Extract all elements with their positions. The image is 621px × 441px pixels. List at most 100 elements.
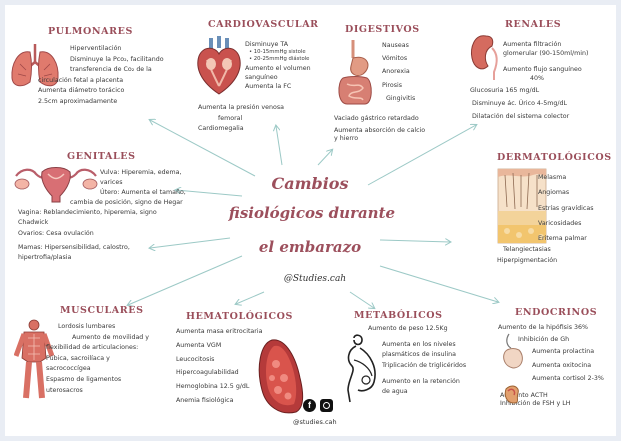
pulmonares-line: 2.5cm aproximadamente <box>38 97 164 108</box>
digestivos-line: Nauseas <box>382 39 415 52</box>
hematologicos-line: Aumenta VGM <box>176 339 262 353</box>
cardiovascular-line: Aumenta la presión venosa <box>198 103 284 114</box>
digestivos-text-2: Vaciado gástrico retardado Aumenta absor… <box>334 115 425 144</box>
endocrinos-line: Aumenta prolactina <box>532 345 604 359</box>
dermatologicos-line: Angiomas <box>538 185 593 200</box>
arrow-musculares <box>128 256 242 305</box>
pulmonares-line: Disminuye la Pco₂, facilitando <box>70 55 164 66</box>
endocrinos-line: Aumenta cortisol 2-3% <box>532 372 604 386</box>
arrow-dermatologicos <box>380 240 450 242</box>
genitales-line: cambia de posición, signo de Hegar <box>70 198 186 208</box>
adrenal-gland-icon <box>502 383 524 405</box>
digestivos-line: Anorexia <box>382 65 415 78</box>
endocrinos-line: Aumenta oxitocina <box>532 359 604 373</box>
cardiovascular-line: femoral <box>218 114 284 125</box>
metabolicos-title: METABÓLICOS <box>354 310 443 321</box>
renales-line: glomerular (90-150ml/min) <box>503 49 588 58</box>
genitales-line: varices <box>100 178 186 188</box>
heart-icon <box>193 34 245 96</box>
dermatologicos-text-2: Telangiectasias Hiperpigmentación <box>503 244 557 266</box>
instagram-icon[interactable] <box>320 399 333 412</box>
digestivos-line: Gingivitis <box>386 92 415 105</box>
musculares-text: Lordosis lumbares Aumento de movilidad y… <box>46 322 149 396</box>
arrow-hematologicos <box>236 292 264 304</box>
genitales-text: Vulva: Hiperemia, edema, varices Útero: … <box>22 168 186 263</box>
center-title-line3: el embarazo <box>240 238 380 256</box>
pulmonares-line: Aumenta diámetro torácico <box>38 86 164 97</box>
center-credit: @Studies.cah <box>270 274 360 284</box>
renales-text: Aumenta filtración glomerular (90-150ml/… <box>470 40 588 121</box>
cardiovascular-line: Aumenta la FC <box>245 82 311 91</box>
genitales-line: Ovarios: Cesa ovulación <box>18 229 186 239</box>
renales-line: Aumento flujo sanguíneo <box>503 65 588 74</box>
digestivos-line: Vaciado gástrico retardado <box>334 115 425 124</box>
musculares-line: flexibilidad de articulaciones: <box>46 343 149 354</box>
renales-line: Aumenta filtración <box>503 40 588 49</box>
pituitary-gland-icon <box>499 332 529 372</box>
musculares-title: MUSCULARES <box>60 305 144 316</box>
musculares-line: Espasmo de ligamentos <box>46 375 149 386</box>
genitales-line: hipertrofia/plasia <box>18 253 186 263</box>
dermatologicos-line: Melasma <box>538 170 593 185</box>
metabolicos-line: Aumento de peso 12.5Kg <box>368 324 466 334</box>
cardiovascular-title: CARDIOVASCULAR <box>208 19 319 30</box>
cardiovascular-text-2: Aumenta la presión venosa femoral Cardio… <box>198 103 284 135</box>
musculares-line: uterosacros <box>46 386 149 397</box>
renales-title: RENALES <box>505 19 561 30</box>
hematologicos-line: Hipercoagulabilidad <box>176 366 262 380</box>
digestivos-text: Nauseas Vómitos Anorexia Pirosis Gingivi… <box>382 39 415 105</box>
digestivos-title: DIGESTIVOS <box>345 24 420 35</box>
musculares-line: sacrococcígea <box>46 364 149 375</box>
endocrinos-title: ENDOCRINOS <box>515 307 597 318</box>
pulmonares-text: Hiperventilación Disminuye la Pco₂, faci… <box>38 44 164 108</box>
cardiovascular-line: sanguíneo <box>245 73 311 82</box>
cardiovascular-line: Disminuye TA <box>245 40 311 49</box>
hematologicos-line: Hemoglobina 12.5 g/dL <box>176 380 262 394</box>
pulmonares-line: circulación fetal a placenta <box>38 76 164 87</box>
metabolicos-line: Aumento en la retención <box>382 377 466 387</box>
cardiovascular-line: Aumento el volumen <box>245 64 311 73</box>
metabolicos-line: de agua <box>382 387 466 397</box>
metabolicos-line: Triplicación de triglicéridos <box>382 361 466 371</box>
musculares-line: Lordosis lumbares <box>58 322 149 333</box>
digestivos-line: Aumenta absorción de calcio <box>334 127 425 136</box>
metabolicos-line: plasmáticos de insulina <box>382 350 466 360</box>
genitales-line: Vagina: Reblandecimiento, hiperemia, sig… <box>18 208 186 218</box>
hematologicos-line: Leucocitosis <box>176 353 262 367</box>
hematologicos-text: Aumenta masa eritrocitaria Aumenta VGM L… <box>176 325 262 408</box>
genitales-line: Chadwick <box>18 218 186 228</box>
pulmonares-title: PULMONARES <box>48 26 133 37</box>
digestivos-line: y hierro <box>334 135 425 144</box>
metabolicos-text: Aumento de peso 12.5Kg Aumenta en los ni… <box>368 324 466 397</box>
pulmonares-line: transferencia de Co₂ de la <box>70 65 164 76</box>
renales-line: Dilatación del sistema colector <box>472 112 588 121</box>
center-title-line2: fisiológicos durante <box>222 204 402 222</box>
musculares-line: Aumento de movilidad y <box>72 333 149 344</box>
center-title-line1: Cambios <box>250 174 370 193</box>
digestivos-line: Vómitos <box>382 52 415 65</box>
facebook-icon[interactable]: f <box>303 399 316 412</box>
arrow-digestivos <box>318 150 332 165</box>
hematologicos-line: Anemia fisiológica <box>176 394 262 408</box>
metabolicos-line: Aumenta en los niveles <box>382 340 466 350</box>
genitales-line: Vulva: Hiperemia, edema, <box>100 168 186 178</box>
cardiovascular-line: • 20-25mmHg diástole <box>249 56 311 63</box>
blood-vessel-icon <box>254 338 306 416</box>
renales-line: 40% <box>530 74 588 83</box>
digestive-icon <box>333 38 377 108</box>
digestivos-line: Pirosis <box>382 79 415 92</box>
dermatologicos-line: Varicosidades <box>538 216 593 231</box>
cardiovascular-line: Cardiomegalia <box>198 124 284 135</box>
renales-line: Glucosuria 165 mg/dL <box>470 86 588 95</box>
cardiovascular-text: Disminuye TA • 10-15mmHg sistole • 20-25… <box>245 40 311 91</box>
renales-line: Disminuye ác. Úrico 4-5mg/dL <box>472 99 588 108</box>
dermatologicos-line: Estrías gravídicas <box>538 201 593 216</box>
dermatologicos-text: Melasma Angiomas Estrías gravídicas Vari… <box>538 170 593 246</box>
genitales-line: Útero: Aumenta el tamaño, <box>100 188 186 198</box>
cardiovascular-line: • 10-15mmHg sistole <box>249 49 311 56</box>
hematologicos-line: Aumenta masa eritrocitaria <box>176 325 262 339</box>
dermatologicos-line: Telangiectasias <box>503 244 557 255</box>
genitales-line: Mamas: Hipersensibilidad, calostro, <box>18 243 186 253</box>
genitales-title: GENITALES <box>67 151 136 162</box>
pulmonares-line: Hiperventilación <box>70 44 164 55</box>
